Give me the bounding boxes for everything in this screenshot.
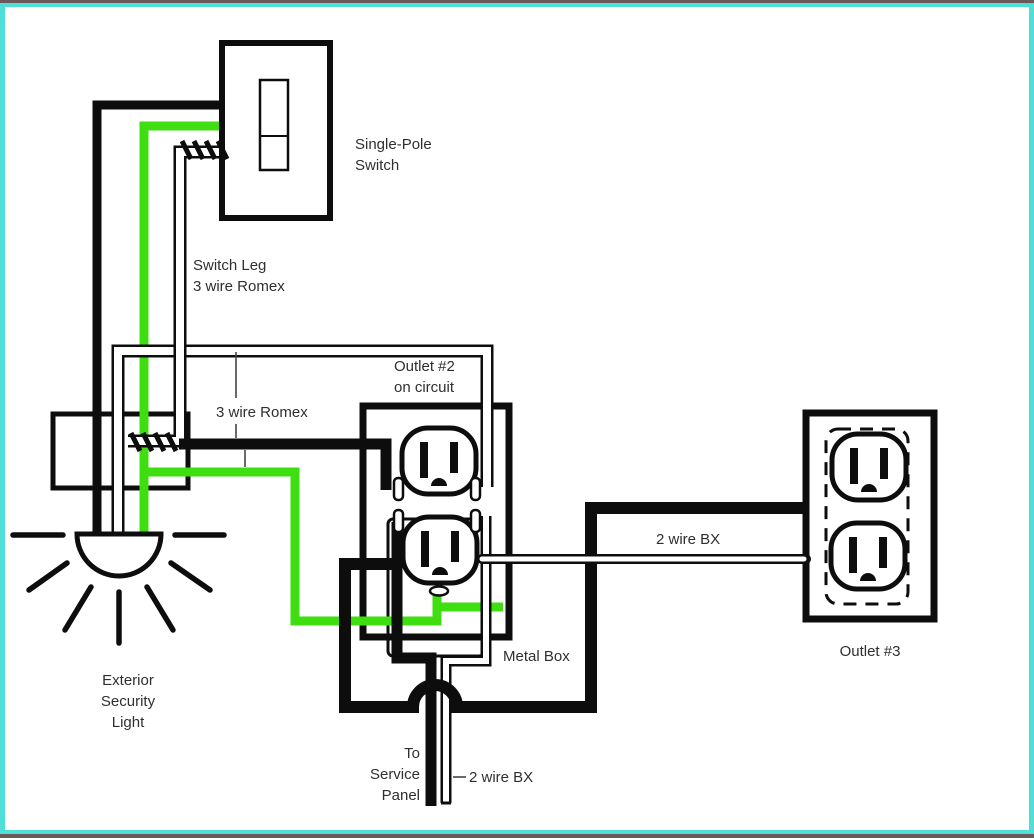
label-metal-box: Metal Box	[503, 646, 570, 667]
bx-hot-wire	[339, 502, 807, 713]
label-single-pole-switch: Single-Pole Switch	[355, 134, 432, 176]
light-dome	[74, 531, 164, 579]
label-line: 3 wire Romex	[193, 278, 285, 295]
security-light-icon	[10, 531, 227, 646]
label-line: Switch Leg	[193, 257, 267, 274]
label-line: 2 wire BX	[656, 531, 721, 548]
outlet3-box-outline	[802, 409, 938, 623]
label-3-wire-romex: 3 wire Romex	[216, 402, 308, 423]
outlet2-terminal-tabs	[392, 476, 482, 534]
outlet2-ground-screw	[428, 585, 450, 597]
frame-bottom-strip	[0, 834, 1034, 838]
outlet2-upper-receptacle	[399, 425, 479, 497]
switch-hot-wire	[92, 100, 224, 534]
label-line: on circuit	[394, 379, 455, 396]
outlet2-lower-receptacle	[400, 514, 480, 586]
label-line: Metal Box	[503, 648, 570, 665]
label-leader-lines	[235, 352, 466, 778]
switch-toggle	[258, 78, 290, 172]
label-outlet2: Outlet #2 on circuit	[394, 356, 455, 398]
label-line: Switch	[355, 157, 400, 174]
label-line: Service	[369, 766, 420, 783]
label-line: Security	[100, 693, 156, 710]
label-outlet3: Outlet #3	[820, 641, 920, 662]
outlet3-upper-receptacle	[829, 431, 909, 503]
label-line: Exterior	[102, 672, 154, 689]
service-hot-wire	[391, 522, 437, 806]
label-2-wire-bx-bottom: 2 wire BX	[469, 767, 533, 788]
frame-top-strip	[0, 0, 1034, 3]
label-2-wire-bx-top: 2 wire BX	[656, 529, 720, 550]
ground-wire-green	[139, 121, 503, 626]
outlet3-lower-receptacle	[828, 520, 908, 592]
label-line: Outlet #3	[839, 643, 901, 660]
light-rays	[10, 532, 227, 646]
label-line: 2 wire BX	[469, 769, 534, 786]
single-pole-switch-icon	[219, 40, 333, 221]
label-to-service-panel: To Service Panel	[340, 743, 420, 806]
label-switch-leg: Switch Leg 3 wire Romex	[193, 255, 285, 297]
cable-clamp-hatches-junction-box	[128, 431, 179, 453]
label-line: 3 wire Romex	[216, 404, 308, 421]
romex-hot-wire	[179, 438, 392, 490]
label-line: Light	[111, 714, 145, 731]
outlet3-coverplate-dashed	[824, 427, 910, 606]
label-line: Panel	[381, 787, 420, 804]
neutral-wire-light-to-outlet2	[111, 344, 494, 534]
cable-clamp-hatches-switch	[179, 139, 230, 161]
label-line: Outlet #2	[394, 358, 455, 375]
service-neutral-wire	[440, 516, 492, 805]
label-line: Single-Pole	[355, 136, 432, 153]
label-exterior-security-light: Exterior Security Light	[78, 670, 178, 733]
label-line: To	[404, 745, 420, 762]
